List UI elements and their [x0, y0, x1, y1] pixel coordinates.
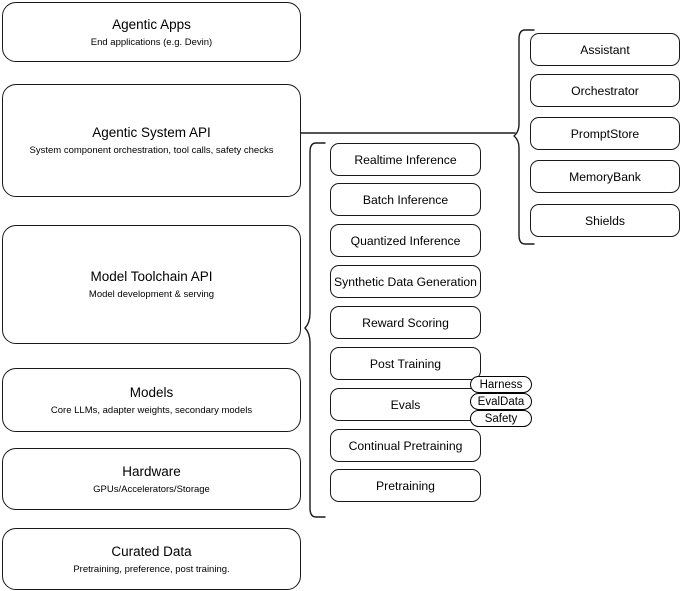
layer-subtitle: Model development & serving: [88, 289, 215, 300]
component-post-training[interactable]: Post Training: [330, 347, 481, 380]
component-shields[interactable]: Shields: [530, 204, 680, 237]
layer-agentic-system-api[interactable]: Agentic System API System component orch…: [2, 84, 301, 197]
component-reward-scoring[interactable]: Reward Scoring: [330, 306, 481, 339]
layer-agentic-apps[interactable]: Agentic Apps End applications (e.g. Devi…: [2, 2, 301, 62]
component-assistant[interactable]: Assistant: [530, 33, 680, 66]
component-quantized-inference[interactable]: Quantized Inference: [330, 224, 481, 257]
component-evals[interactable]: Evals: [330, 388, 481, 421]
layer-model-toolchain-api[interactable]: Model Toolchain API Model development & …: [2, 225, 301, 344]
layer-title: Hardware: [122, 463, 181, 479]
evals-subcomponent-safety[interactable]: Safety: [470, 410, 532, 427]
component-promptstore[interactable]: PromptStore: [530, 117, 680, 150]
layer-hardware[interactable]: Hardware GPUs/Accelerators/Storage: [2, 448, 301, 510]
layer-subtitle: Pretraining, preference, post training.: [73, 563, 230, 575]
layer-title: Curated Data: [111, 543, 192, 559]
component-pretraining[interactable]: Pretraining: [330, 469, 481, 502]
component-continual-pretraining[interactable]: Continual Pretraining: [330, 429, 481, 462]
connector-line-system-api: [300, 132, 516, 134]
component-synthetic-data-generation[interactable]: Synthetic Data Generation: [330, 265, 481, 298]
layer-title: Agentic Apps: [112, 16, 191, 32]
layer-models[interactable]: Models Core LLMs, adapter weights, secon…: [2, 368, 301, 432]
layer-title: Models: [129, 384, 174, 400]
component-batch-inference[interactable]: Batch Inference: [330, 183, 481, 216]
component-orchestrator[interactable]: Orchestrator: [530, 74, 680, 107]
evals-subcomponent-evaldata[interactable]: EvalData: [470, 393, 532, 410]
layer-title: Agentic System API: [92, 125, 211, 140]
layer-subtitle: End applications (e.g. Devin): [90, 36, 213, 48]
layer-curated-data[interactable]: Curated Data Pretraining, preference, po…: [2, 528, 301, 590]
layer-subtitle: Core LLMs, adapter weights, secondary mo…: [50, 404, 253, 416]
layer-subtitle: GPUs/Accelerators/Storage: [93, 483, 210, 495]
component-realtime-inference[interactable]: Realtime Inference: [330, 143, 481, 176]
evals-subcomponent-harness[interactable]: Harness: [470, 376, 532, 393]
component-memorybank[interactable]: MemoryBank: [530, 160, 680, 193]
layer-subtitle: System component orchestration, tool cal…: [29, 145, 274, 156]
layer-title: Model Toolchain API: [90, 269, 213, 284]
brace-model-toolchain: [304, 142, 326, 518]
